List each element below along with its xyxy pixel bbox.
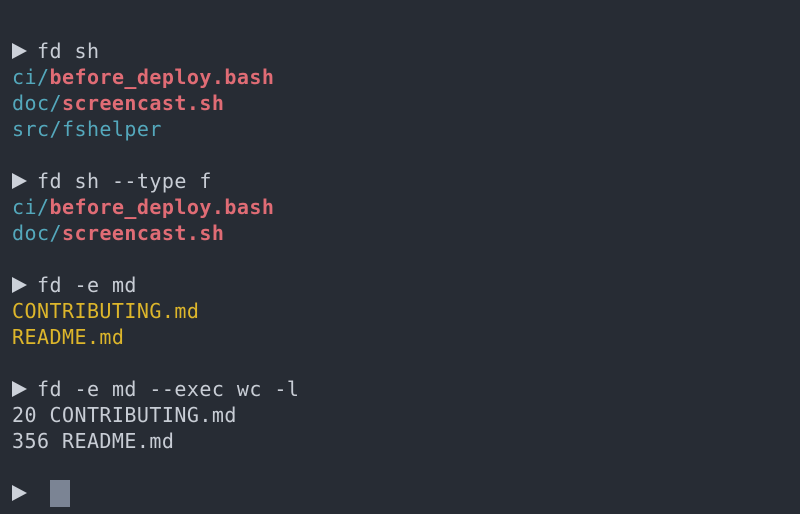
prompt-line: fd -e md <box>12 272 790 298</box>
command-text: fd sh --type f <box>37 169 212 193</box>
output-line: ci/before_deploy.bash <box>12 64 790 90</box>
command-text: fd sh <box>37 39 100 63</box>
output-segment: README.md <box>12 325 125 349</box>
prompt-line: fd -e md --exec wc -l <box>12 376 790 402</box>
command-text: fd -e md --exec wc -l <box>37 377 300 401</box>
output-segment: screencast.sh <box>61 91 225 115</box>
output-segment: ci/ <box>12 65 50 89</box>
prompt-line: fd sh <box>12 38 790 64</box>
output-segment: before_deploy.bash <box>49 195 275 219</box>
prompt-arrow-icon <box>12 381 27 397</box>
output-line: README.md <box>12 324 790 350</box>
output-line: 356 README.md <box>12 428 790 454</box>
command-text: fd -e md <box>37 273 137 297</box>
prompt-line <box>12 479 790 507</box>
blank-line <box>12 142 790 168</box>
output-segment: doc/ <box>12 91 62 115</box>
output-segment: screencast.sh <box>61 221 225 245</box>
output-line: doc/screencast.sh <box>12 90 790 116</box>
output-segment: before_deploy.bash <box>49 65 275 89</box>
output-line: CONTRIBUTING.md <box>12 298 790 324</box>
blank-line <box>12 246 790 272</box>
output-line: 20 CONTRIBUTING.md <box>12 402 790 428</box>
prompt-arrow-icon <box>12 485 27 501</box>
blank-line <box>12 350 790 376</box>
output-segment: CONTRIBUTING.md <box>12 299 200 323</box>
text-cursor <box>50 479 70 507</box>
output-segment: 356 README.md <box>12 429 175 453</box>
output-segment: doc/ <box>12 221 62 245</box>
output-line: doc/screencast.sh <box>12 220 790 246</box>
output-line: ci/before_deploy.bash <box>12 194 790 220</box>
output-segment: 20 CONTRIBUTING.md <box>12 403 237 427</box>
blank-line <box>12 454 790 480</box>
prompt-arrow-icon <box>12 43 27 59</box>
output-line: src/fshelper <box>12 116 790 142</box>
prompt-line: fd sh --type f <box>12 168 790 194</box>
prompt-arrow-icon <box>12 173 27 189</box>
output-segment: ci/ <box>12 195 50 219</box>
prompt-arrow-icon <box>12 277 27 293</box>
output-segment: src/fshelper <box>12 117 162 141</box>
